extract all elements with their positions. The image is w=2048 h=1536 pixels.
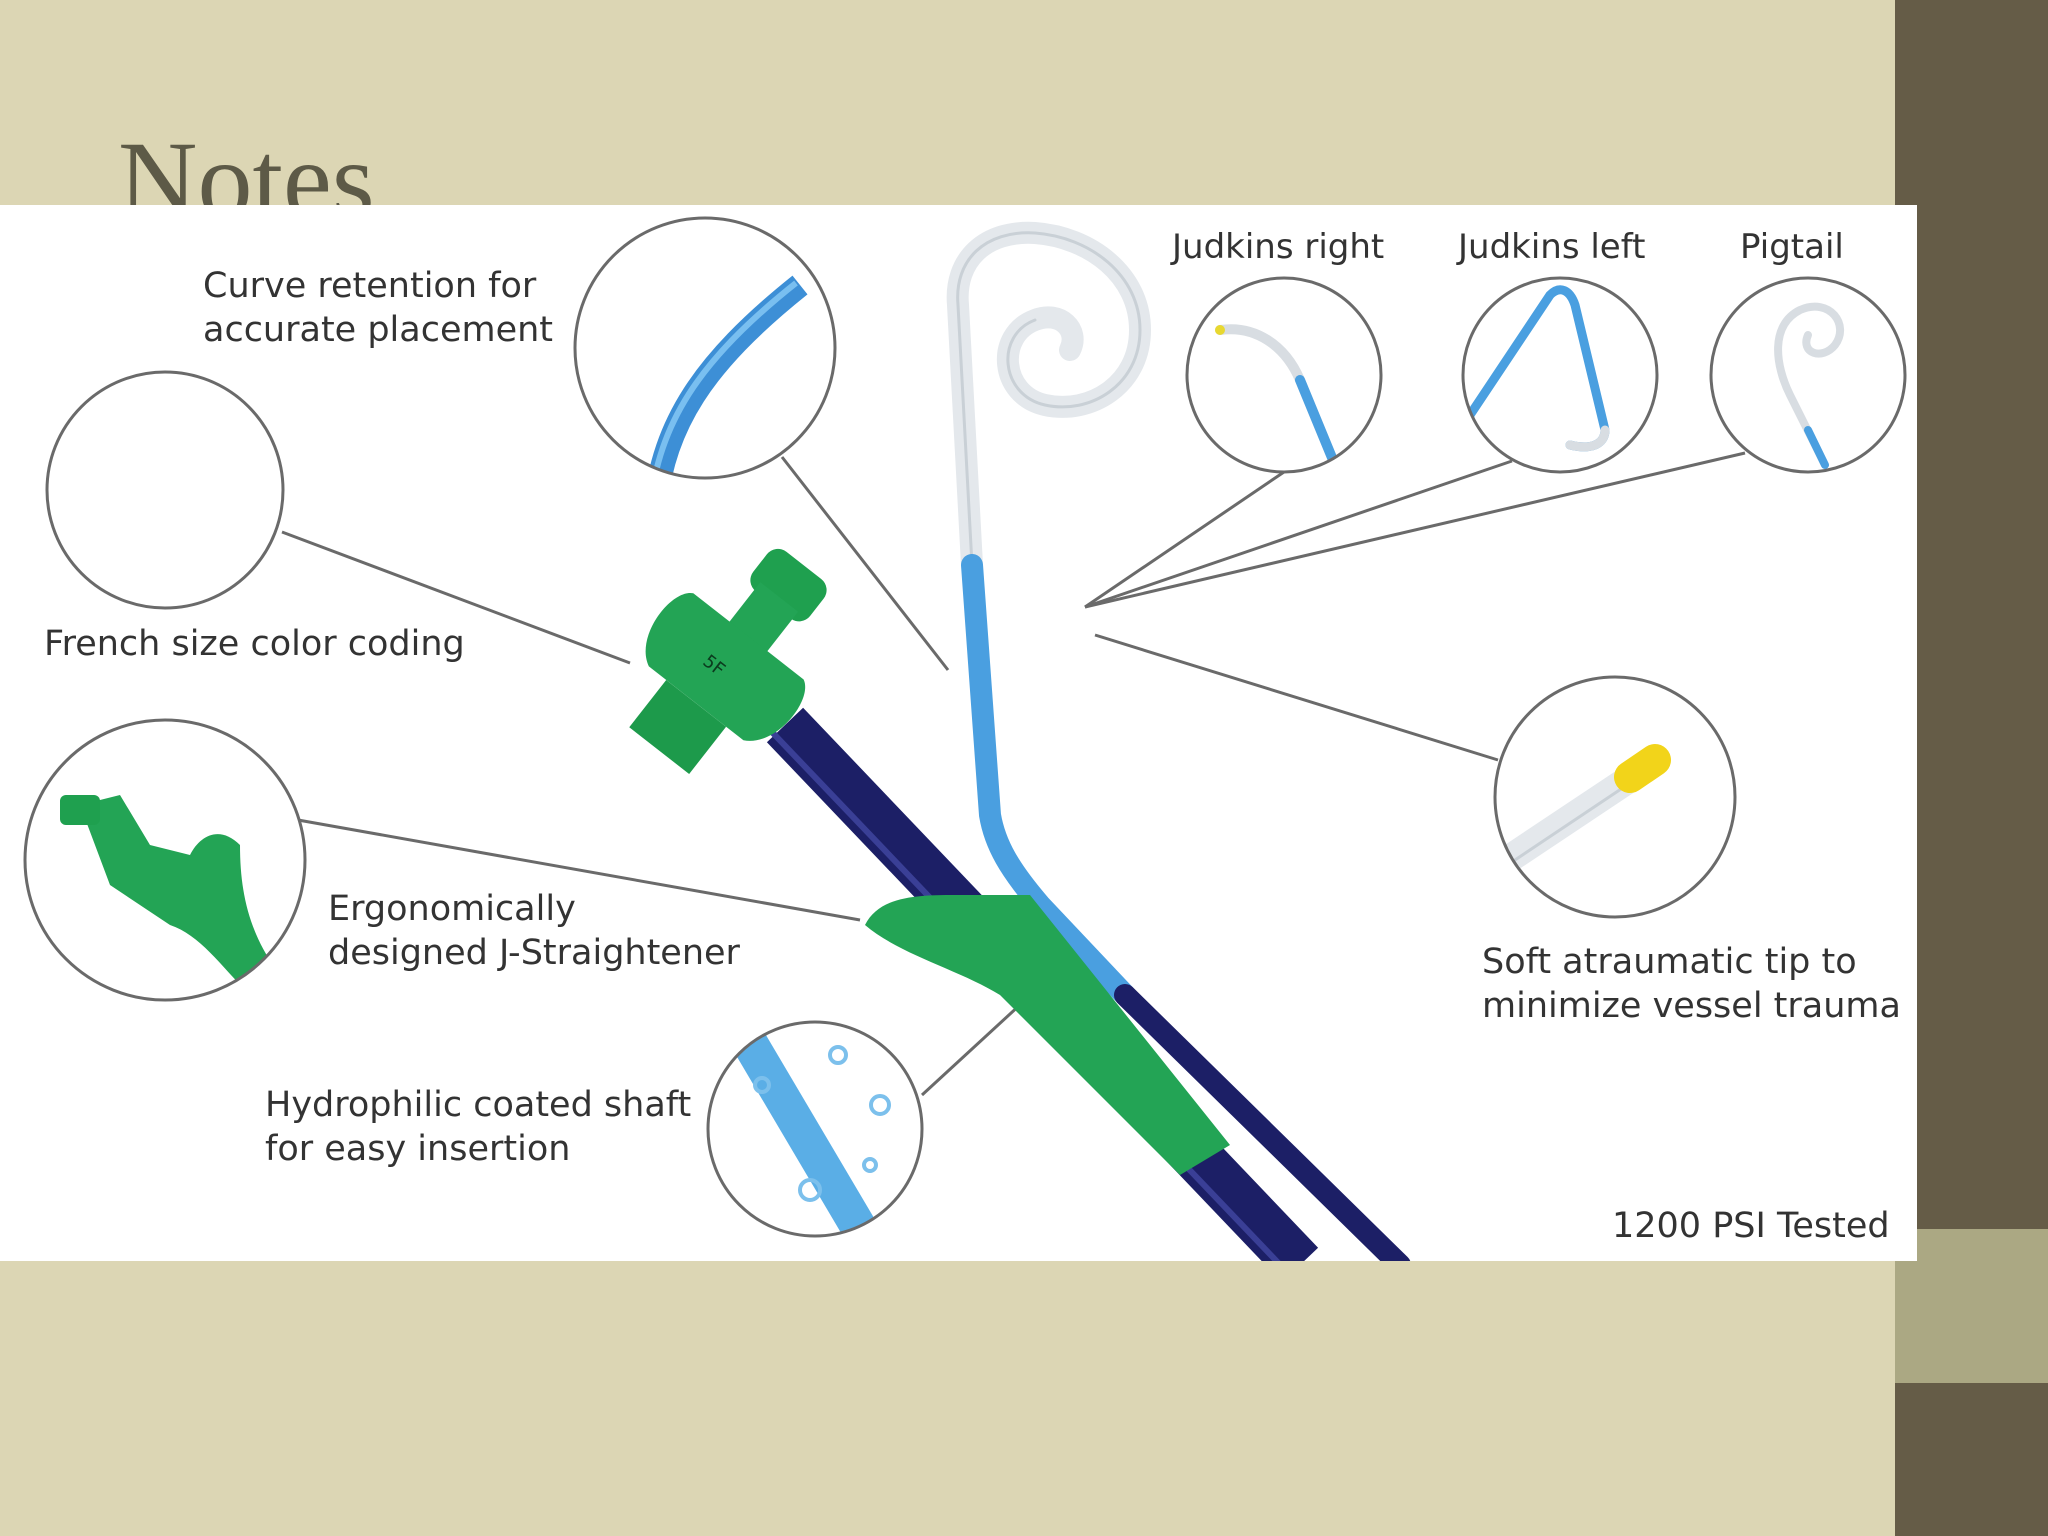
leader-line-curve [780,456,950,671]
label-judkins-left: Judkins left [1458,227,1646,267]
callout-hydrophilic [706,1020,924,1238]
j-straightener-body [865,895,1230,1175]
callout-soft-tip [1493,675,1737,919]
main-catheter [946,221,1411,1261]
callout-j-straightener [23,718,307,1002]
callout-pigtail [1709,276,1907,474]
sidebar-dark-bottom [1895,1383,2048,1536]
french-size-hub: 5F [629,548,827,775]
catheter-blue-section [961,554,1136,1006]
leader-line-french [281,530,631,665]
label-j-straightener: Ergonomically designed J-Straightener [328,889,740,973]
catheter-diagram-panel: 5F 5F [0,205,1917,1261]
label-curve-retention: Curve retention for accurate placement [203,266,554,350]
callout-judkins-left [1461,276,1659,474]
catheter-diagram: 5F 5F [23,216,1907,1261]
catheter-white-section [946,221,1152,576]
label-psi-tested: 1200 PSI Tested [1612,1206,1890,1246]
label-french-size: French size color coding [44,624,465,664]
callout-french-size: 5F [45,370,285,610]
sidebar-mid-band [1895,1229,2048,1383]
callout-curve-retention [573,216,837,480]
label-hydrophilic: Hydrophilic coated shaft for easy insert… [265,1085,692,1169]
leader-line-jstr [297,818,861,922]
leader-lines [281,451,1746,1097]
sidebar-dark-top [1895,0,2048,1229]
label-soft-tip: Soft atraumatic tip to minimize vessel t… [1482,942,1901,1026]
leader-line-judkins-right [1084,470,1285,609]
catheter-navy-shaft [1114,984,1411,1261]
label-pigtail: Pigtail [1740,227,1844,267]
leader-line-judkins-left [1084,459,1513,609]
callout-judkins-right [1185,276,1383,474]
leader-line-pigtail [1084,451,1746,609]
label-judkins-right: Judkins right [1172,227,1385,267]
hub-and-shaft: 5F [629,548,1319,1261]
leader-line-soft-tip [1094,633,1499,762]
